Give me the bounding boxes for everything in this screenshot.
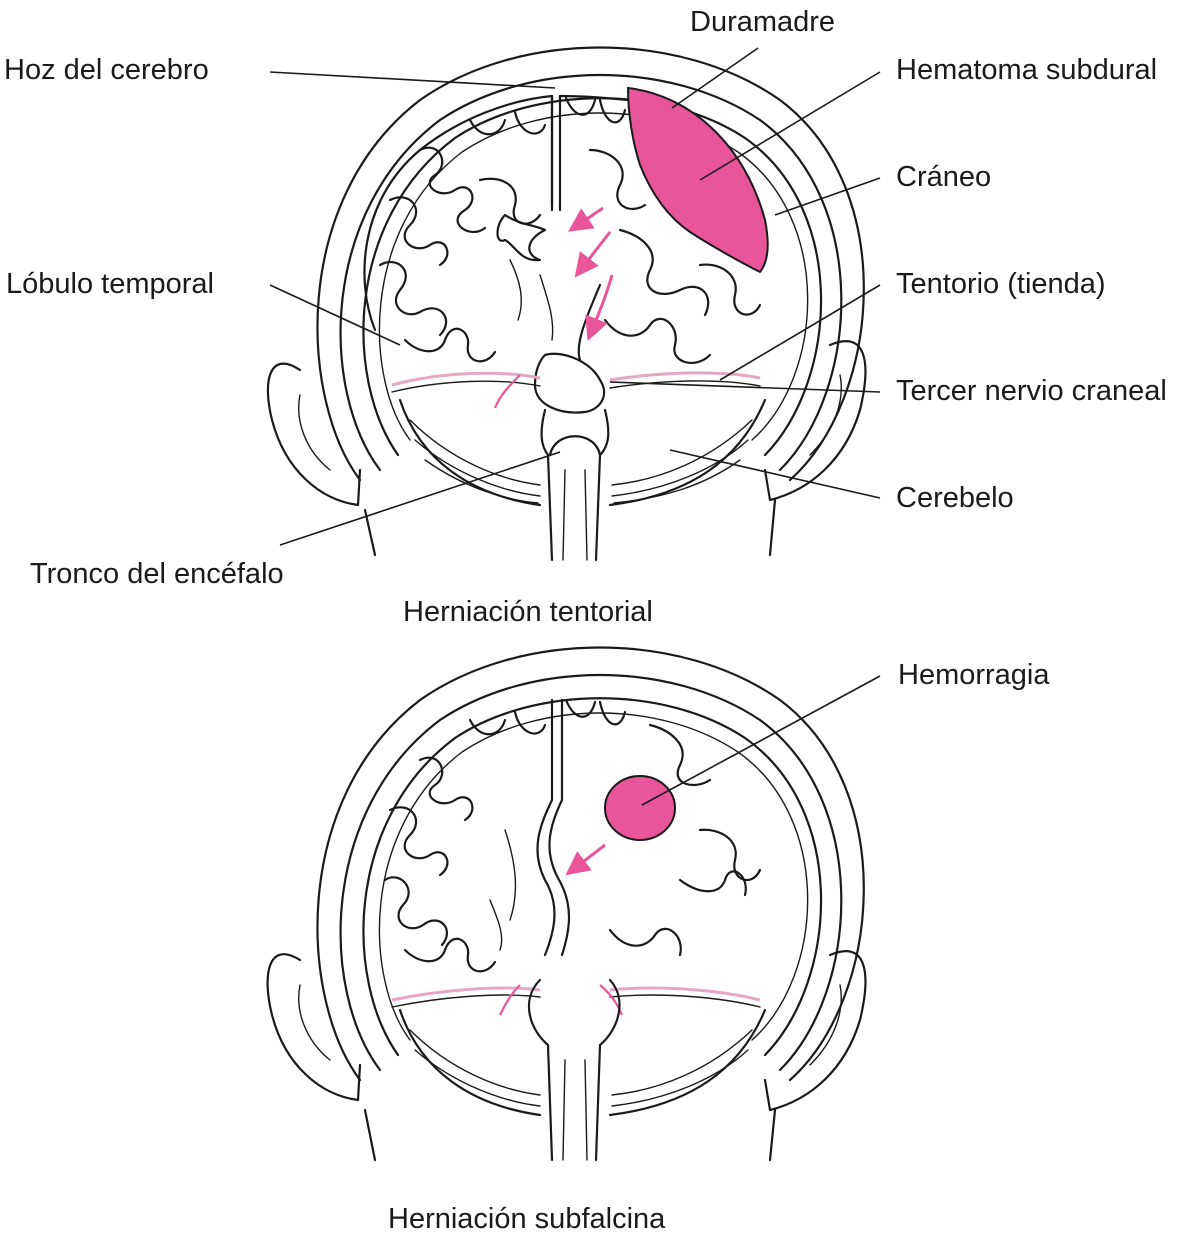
right-ear-top (763, 340, 867, 502)
right-ear-bottom (763, 950, 867, 1112)
skull-bottom (339, 674, 843, 1072)
brain-top (363, 94, 767, 562)
label-tercer-nervio: Tercer nervio craneal (896, 375, 1167, 407)
herniation-arrow-bottom (565, 843, 606, 876)
top-head (266, 46, 867, 557)
label-hematoma-subdural: Hematoma subdural (896, 54, 1158, 86)
label-cerebelo: Cerebelo (896, 482, 1014, 514)
caption-herniacion-tentorial: Herniación tentorial (403, 596, 653, 628)
label-tronco-del-encefalo: Tronco del encéfalo (30, 558, 284, 590)
label-tentorio: Tentorio (tienda) (896, 268, 1106, 300)
label-duramadre: Duramadre (690, 6, 836, 38)
left-ear-top (266, 362, 362, 507)
hemorrhage-shape (604, 775, 676, 841)
brain-bottom (383, 698, 767, 1162)
herniation-arrows-top (568, 206, 614, 342)
leader-hemorragia (641, 675, 881, 806)
label-craneo: Cráneo (896, 161, 992, 193)
skull-top (339, 74, 843, 472)
label-hemorragia: Hemorragia (898, 659, 1050, 691)
subdural-hematoma-shape (626, 86, 769, 274)
label-hoz-del-cerebro: Hoz del cerebro (4, 54, 209, 86)
scalp-outline-top (316, 46, 865, 482)
scalp-outline-bottom (316, 646, 865, 1082)
bottom-head (266, 646, 867, 1162)
caption-herniacion-subfalcina: Herniación subfalcina (388, 1203, 666, 1235)
left-ear-bottom (266, 953, 362, 1102)
leader-lines-top (269, 47, 881, 546)
label-lobulo-temporal: Lóbulo temporal (6, 268, 214, 300)
